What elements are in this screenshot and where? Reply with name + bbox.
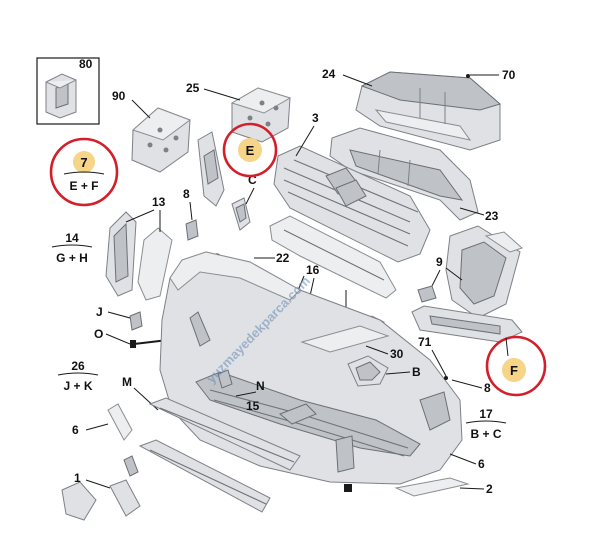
part-23-lower-absorber: 23 [329, 127, 499, 223]
part-90-foam-block: 90 [112, 89, 192, 173]
part-o-screw: O [94, 327, 169, 348]
kit-7-parts: E + F [69, 179, 98, 193]
callout-b: B [412, 365, 421, 379]
callout-8-upper: 8 [183, 187, 190, 201]
callout-2: 1 [74, 471, 81, 485]
callout-13: 13 [152, 195, 166, 209]
callout-3: 3 [312, 111, 319, 125]
badge-f: F [485, 335, 547, 397]
callout-25: 25 [186, 81, 200, 95]
part-c-bracket: C [231, 173, 257, 231]
callout-j: J [96, 305, 103, 319]
callout-10: 2 [486, 482, 493, 496]
callout-15: 15 [246, 399, 260, 413]
kit-26-parts: J + K [63, 379, 92, 393]
badge-e: E [222, 122, 278, 178]
callout-8-lower: 8 [484, 381, 491, 395]
badge-f-text: F [510, 363, 518, 378]
part-e-left-bracket [197, 131, 225, 207]
part-80-inset: 80 [36, 57, 100, 125]
callout-6: 6 [72, 423, 79, 437]
badge-e-text: E [246, 143, 255, 158]
callout-m: M [122, 375, 132, 389]
lower-grille [123, 397, 301, 513]
callout-c: C [248, 173, 257, 187]
part-9-side-mount: 9 [417, 225, 523, 319]
kit-label-17: 17 B + C [465, 407, 507, 441]
part-25-foam-block: 25 [186, 81, 292, 143]
highlight-ring-e [222, 122, 278, 178]
part-10-lower-trim: 2 [344, 477, 493, 497]
callout-24: 24 [322, 67, 336, 81]
callout-o: O [94, 327, 103, 341]
part-f-side-bracket [411, 305, 523, 343]
callout-n: N [256, 379, 265, 393]
callout-30: 30 [390, 347, 404, 361]
kit-label-14: 14 G + H [51, 231, 93, 265]
kit-17-parts: B + C [470, 427, 501, 441]
kit-14-number: 14 [65, 231, 79, 245]
part-30-deflector: 30 [300, 325, 404, 361]
part-j-clip: J [96, 305, 143, 331]
callout-80: 80 [79, 57, 93, 71]
callout-90: 90 [112, 89, 126, 103]
callout-22: 22 [276, 251, 290, 265]
kit-26-number: 26 [71, 359, 85, 373]
part-6-side-strip: 6 [72, 403, 133, 441]
part-22-grille-trim: 22 [254, 215, 397, 299]
callout-70: 70 [502, 68, 516, 82]
callout-71: 71 [418, 335, 432, 349]
part-71-and-b-clips: 71 B 8 [347, 335, 491, 395]
part-24-upper-crossmember: 24 70 [322, 67, 516, 151]
kit-17-number: 17 [479, 407, 493, 421]
part-m-n-markers: M N 15 [122, 369, 317, 425]
highlight-ring-7 [49, 137, 119, 207]
part-3-radiator-grille: 3 [273, 111, 431, 263]
part-1-bumper-cover: 6 [159, 251, 485, 485]
kit-label-7: 7 E + F [49, 137, 119, 207]
kit-7-number: 7 [80, 155, 87, 170]
callout-1: 6 [478, 457, 485, 471]
part-8-clip-upper: 8 [183, 187, 199, 241]
highlight-ring-f [485, 335, 547, 397]
part-13-side-brackets: 13 [105, 195, 173, 301]
callout-23: 23 [485, 209, 499, 223]
kit-label-26: 26 J + K [57, 359, 99, 393]
part-2-lower-bracket: 1 [61, 471, 141, 521]
kit-14-parts: G + H [56, 251, 88, 265]
callout-9: 9 [436, 255, 443, 269]
callout-16: 16 [306, 263, 320, 277]
